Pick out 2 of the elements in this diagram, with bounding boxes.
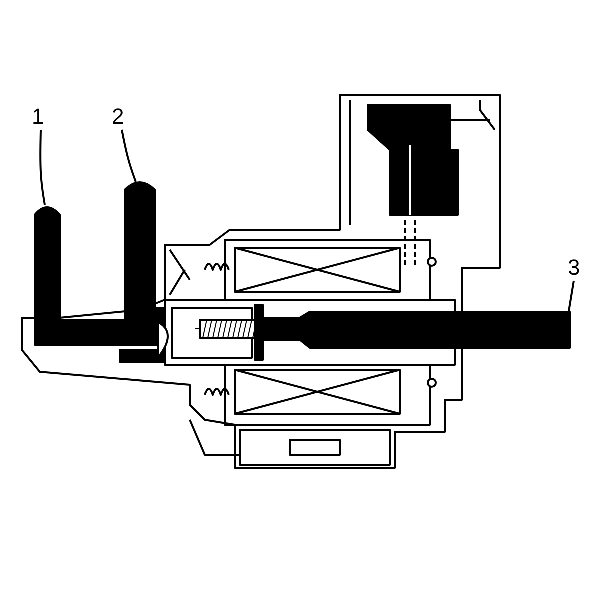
leader-line <box>121 130 137 182</box>
leader-line <box>40 130 46 206</box>
